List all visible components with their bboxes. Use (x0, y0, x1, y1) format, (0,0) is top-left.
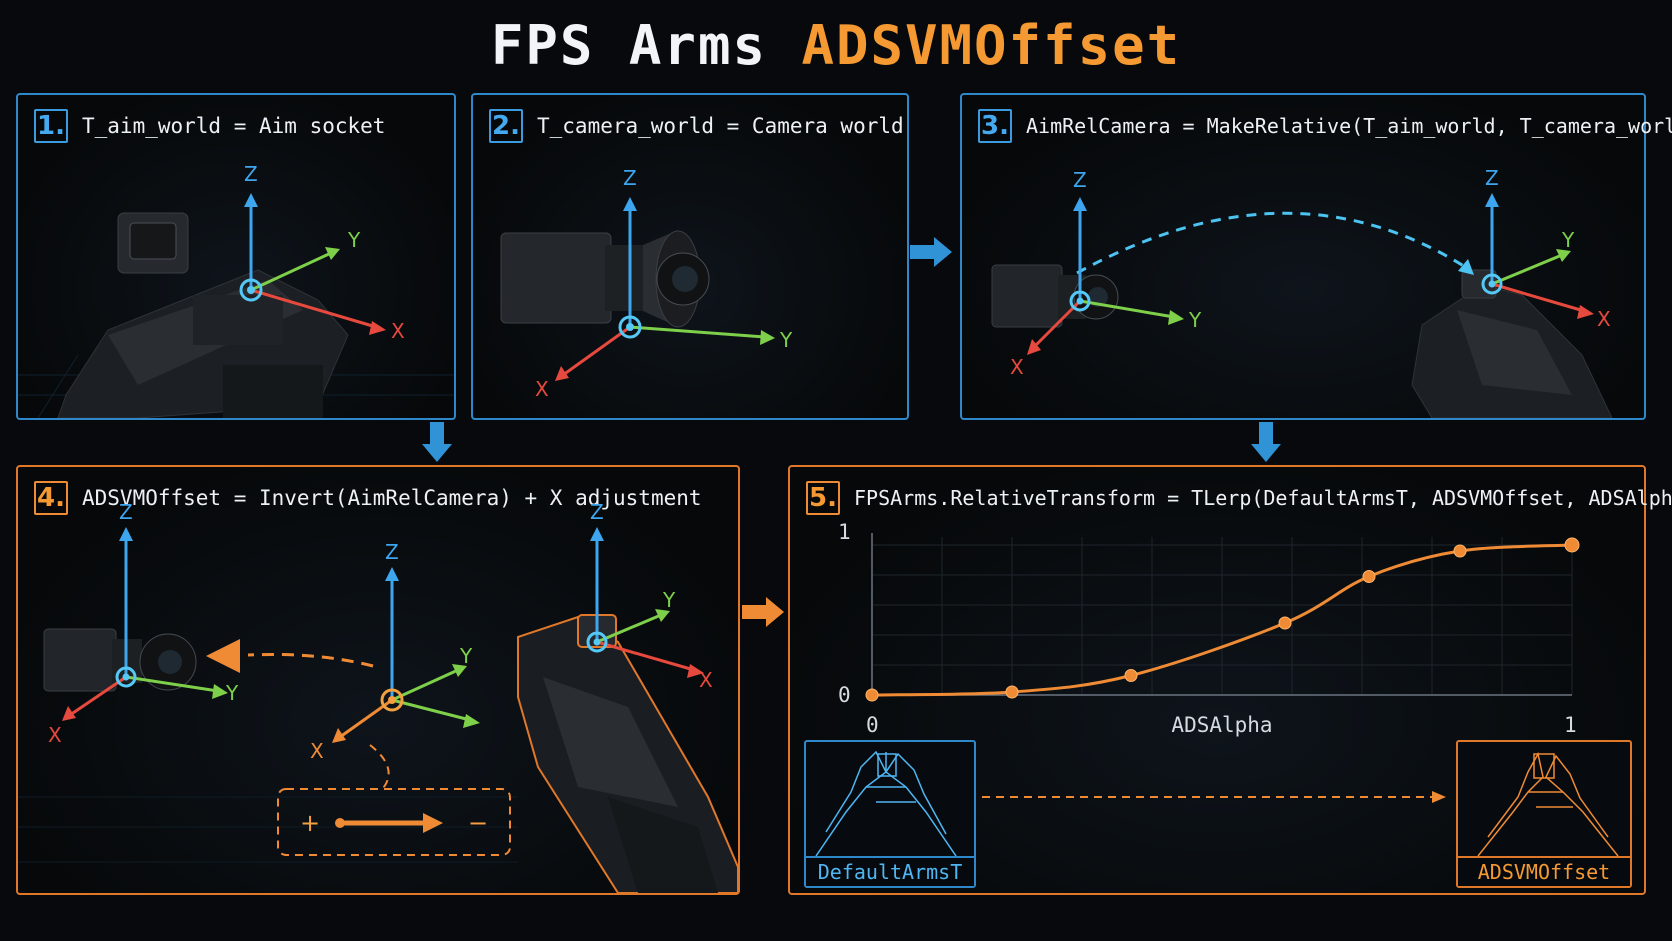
x-axis-label: ADSAlpha (1171, 713, 1272, 737)
data-point[interactable] (1362, 570, 1376, 583)
rifle-icon (517, 614, 738, 893)
panel-camera-world: 2. T_camera_world = Camera world (471, 93, 909, 420)
x-tick-label: 0 (866, 713, 879, 737)
rifle-icon (1411, 269, 1613, 418)
axis-label-y: Y (459, 644, 473, 668)
arms-icon (815, 750, 957, 856)
title-part-2: ADSVMOffset (801, 14, 1182, 77)
camera-icon (500, 230, 710, 328)
axis-label-y: Y (347, 228, 361, 252)
axis-label-x: X (1010, 355, 1024, 379)
panel-1-drawing: Z Y X (18, 162, 454, 418)
step-number: 3. (978, 109, 1012, 143)
axis-label-x: X (535, 377, 549, 401)
axis-label-y: Y (779, 328, 793, 352)
axis-label-x: X (48, 723, 62, 747)
axis-label-y: Y (662, 588, 676, 612)
axis-label-x: X (310, 739, 324, 763)
axis-label-z: Z (244, 162, 258, 186)
x-tick-label: 1 (1564, 713, 1577, 737)
thumb-adsvm-offset[interactable]: ADSVMOffset (1456, 740, 1632, 888)
data-point[interactable] (1453, 544, 1467, 558)
data-point[interactable] (1278, 616, 1292, 630)
axis-label-z: Z (1485, 166, 1499, 190)
axis-label-x: X (699, 668, 713, 692)
axis-label-z: Z (119, 500, 133, 524)
data-point[interactable] (1005, 685, 1019, 699)
axis-gizmo-aim (1481, 193, 1594, 319)
axis-gizmo-camera (1027, 197, 1184, 355)
y-tick-label: 1 (838, 520, 851, 544)
panel-header: 3. AimRelCamera = MakeRelative(T_aim_wor… (978, 109, 1672, 143)
panel-tlerp: 5. FPSArms.RelativeTransform = TLerp(Def… (788, 465, 1672, 895)
axis-gizmo (555, 197, 775, 381)
adjust-minus[interactable]: − (468, 809, 488, 837)
adjust-slider-arrow (423, 813, 443, 833)
axis-gizmo-offset (332, 567, 480, 743)
panel-3-drawing: Z Y X Z Y X (991, 166, 1613, 418)
panel-2-drawing: Z Y X (500, 166, 793, 401)
panel-aim-socket: 1. T_aim_world = Aim socket (16, 93, 456, 420)
x-adjustment-widget[interactable] (277, 788, 511, 856)
axis-label-x: X (1597, 307, 1611, 331)
panel-caption: T_camera_world = Camera world (537, 114, 904, 138)
data-point[interactable] (1124, 669, 1138, 682)
axis-gizmo-camera (62, 527, 228, 721)
thumb-default-arms[interactable]: DefaultArmsT (804, 740, 976, 888)
step-number: 1. (34, 109, 68, 143)
panel-header: 5. FPSArms.RelativeTransform = TLerp(Def… (806, 481, 1672, 515)
axis-gizmo-aim (586, 527, 704, 678)
panel-caption: FPSArms.RelativeTransform = TLerp(Defaul… (854, 486, 1672, 510)
thumb-label: ADSVMOffset (1458, 856, 1630, 886)
step-number: 5. (806, 481, 840, 515)
rifle-icon (57, 212, 349, 418)
panel-caption: AimRelCamera = MakeRelative(T_aim_world,… (1026, 114, 1672, 138)
arms-icon (1477, 751, 1619, 856)
axis-label-z: Z (623, 166, 637, 190)
data-point[interactable] (865, 688, 879, 702)
axis-gizmo (239, 193, 386, 335)
axis-label-y: Y (1188, 308, 1202, 332)
step-number: 2. (489, 109, 523, 143)
adjust-plus[interactable]: + (300, 809, 320, 837)
panel-adsvm-offset: 4. ADSVMOffset = Invert(AimRelCamera) + … (16, 465, 740, 895)
thumb-label: DefaultArmsT (806, 856, 974, 886)
arrow-down-icon (422, 422, 452, 462)
panel-header: 4. ADSVMOffset = Invert(AimRelCamera) + … (34, 481, 702, 515)
axis-label-z: Z (1073, 168, 1087, 192)
page-title: FPS Arms ADSVMOffset (0, 14, 1672, 77)
arrow-right-icon (742, 597, 784, 627)
step-number: 4. (34, 481, 68, 515)
axis-label-y: Y (1561, 228, 1575, 252)
axis-label-z: Z (385, 540, 399, 564)
axis-label-z: Z (590, 500, 604, 524)
panel-aim-rel-camera: 3. AimRelCamera = MakeRelative(T_aim_wor… (960, 93, 1672, 420)
arrow-down-icon (1251, 422, 1281, 462)
panel-4-drawing: + − Z Y X Z Y X Z Y X (18, 500, 738, 893)
adjust-slider-handle[interactable] (335, 818, 345, 828)
panel-caption: T_aim_world = Aim socket (82, 114, 386, 138)
lerp-dashed-arrow (982, 791, 1446, 803)
axis-label-x: X (391, 319, 405, 343)
axis-label-y: Y (225, 681, 239, 705)
panel-header: 2. T_camera_world = Camera world (489, 109, 904, 143)
panel-header: 1. T_aim_world = Aim socket (34, 109, 385, 143)
y-tick-label: 0 (838, 683, 851, 707)
data-point[interactable] (1564, 537, 1580, 553)
arrow-right-icon (910, 237, 952, 267)
panel-caption: ADSVMOffset = Invert(AimRelCamera) + X a… (82, 486, 702, 510)
camera-icon (991, 264, 1119, 328)
title-part-1: FPS Arms (490, 14, 767, 77)
